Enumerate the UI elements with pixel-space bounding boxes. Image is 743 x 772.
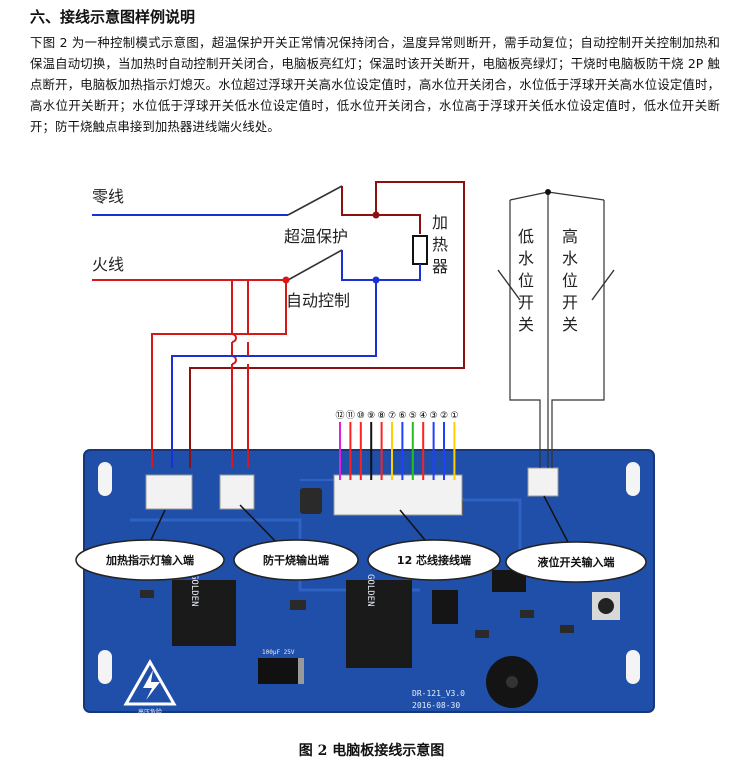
pin-number-10: ⑩ — [357, 411, 365, 421]
relay-brand-left: GOLDEN — [189, 574, 199, 607]
low-switch-label-5: 关 — [518, 315, 534, 334]
board-date-text: 2016-08-30 — [412, 701, 460, 710]
overheat-protection-label: 超温保护 — [284, 227, 348, 246]
pin-number-5: ⑤ — [409, 411, 417, 421]
pin-number-3: ③ — [430, 411, 438, 421]
pin-number-12: ⑫ — [335, 410, 344, 421]
high-switch-label-1: 高 — [562, 227, 578, 246]
callout-level-switch: 液位开关输入端 — [505, 495, 647, 583]
pcb-board — [83, 449, 655, 713]
pin-number-9: ⑨ — [367, 411, 375, 421]
heater-wire — [189, 181, 465, 468]
callout-anti-dry-text: 防干烧输出端 — [263, 553, 329, 567]
hv-warning-text: 高压危险 — [138, 708, 162, 716]
pin-number-1: ① — [450, 411, 458, 421]
high-switch-label-5: 关 — [562, 315, 578, 334]
pin-number-6: ⑥ — [398, 411, 406, 421]
pin-number-4: ④ — [419, 411, 427, 421]
pin-number-11: ⑪ — [346, 410, 355, 421]
pin-number-8: ⑧ — [378, 411, 386, 421]
float-switch-box — [497, 189, 615, 468]
live-label: 火线 — [92, 255, 124, 274]
callout-12pin: 12 芯线接线端 — [367, 509, 501, 581]
description-paragraph: 下图 2 为一种控制模式示意图，超温保护开关正常情况保持闭合，温度异常则断开，需… — [30, 35, 720, 134]
board-model-text: DR-121_V3.0 — [412, 689, 465, 698]
auto-control-label: 自动控制 — [286, 291, 350, 310]
callout-anti-dry: 防干烧输出端 — [233, 504, 359, 581]
heater-resistor-icon — [412, 235, 428, 265]
figure-caption: 图 2 电脑板接线示意图 — [298, 743, 445, 759]
pin-number-7: ⑦ — [388, 411, 396, 421]
relay-brand-right: GOLDEN — [365, 574, 375, 607]
low-switch-label-1: 低 — [518, 227, 534, 246]
neutral-label: 零线 — [92, 187, 124, 206]
callout-12pin-text: 12 芯线接线端 — [397, 553, 471, 567]
callout-heating-lamp-text: 加热指示灯输入端 — [105, 553, 194, 567]
high-switch-label-2: 水 — [562, 249, 578, 268]
low-switch-label-2: 水 — [518, 249, 534, 268]
pin-number-2: ② — [440, 411, 448, 421]
low-switch-label-3: 位 — [518, 271, 534, 290]
high-switch-label-3: 位 — [562, 271, 578, 290]
low-switch-label-4: 开 — [518, 293, 534, 312]
capacitor-label: 100μF 25V — [262, 649, 295, 656]
section-heading: 六、接线示意图样例说明 — [30, 8, 196, 26]
heater-label-1: 加 — [432, 213, 448, 232]
heater-label-2: 热 — [432, 235, 448, 254]
wiring-diagram: 高压危险 DR-121_V3.0 2016-08-30 GOLDEN GOLDE… — [75, 181, 655, 716]
callout-level-switch-text: 液位开关输入端 — [538, 555, 615, 569]
connectors — [145, 467, 559, 516]
high-switch-label-4: 开 — [562, 293, 578, 312]
heater-label-3: 器 — [432, 257, 448, 276]
callout-heating-lamp: 加热指示灯输入端 — [75, 509, 225, 581]
